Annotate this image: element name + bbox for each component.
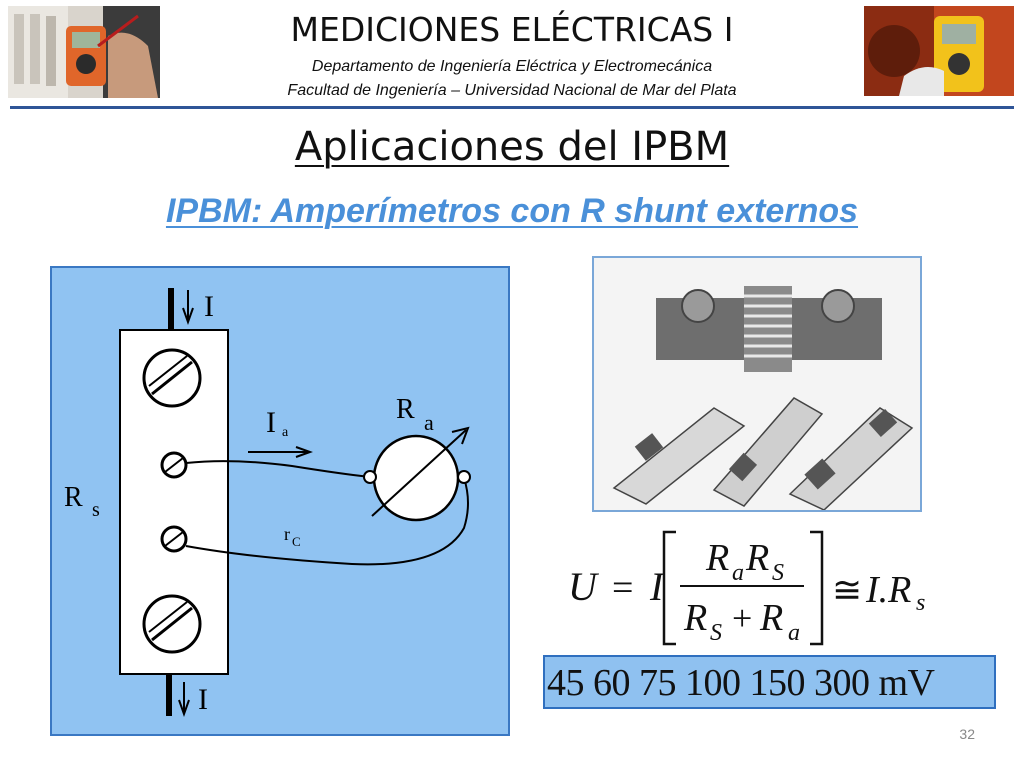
formula-rhs-sub: s: [916, 590, 925, 616]
formula-num-a: R: [705, 537, 729, 579]
top-terminal-screw-icon: [142, 348, 202, 408]
label-lead-resistance-sub: C: [292, 534, 301, 549]
shunt-voltage-ranges: 45 60 75 100 150 300 mV: [543, 655, 996, 709]
clamp-meter-photo-right-icon: [864, 6, 1014, 96]
department-name: Departamento de Ingeniería Eléctrica y E…: [311, 58, 713, 75]
formula-num-b-sub: S: [772, 560, 784, 586]
formula-den-a-sub: S: [710, 620, 722, 646]
label-shunt-resistance-sub: s: [92, 499, 100, 521]
lower-lead-wire: [185, 477, 469, 566]
current-arrow-bottom-icon: [178, 699, 190, 717]
slide-subtitle-text: IPBM: Amperímetros con R shunt externos: [165, 192, 859, 230]
label-ammeter-resistance: R: [396, 394, 415, 425]
label-shunt-resistance: R: [64, 482, 83, 513]
shunt-resistors-photo: [592, 256, 922, 512]
formula-den-plus: +: [732, 598, 752, 638]
shunt-voltage-formula: U = I R a R S R S + R a ≅ I.R s: [560, 526, 1000, 650]
formula-den-b-sub: a: [788, 620, 800, 646]
page-number: 32: [959, 726, 975, 742]
formula-num-a-sub: a: [732, 560, 744, 586]
ammeter-meter-icon: [363, 426, 471, 522]
left-bracket-icon: [662, 530, 676, 646]
label-current-bottom: I: [198, 683, 208, 716]
potential-screw-upper-icon: [160, 451, 188, 479]
faculty-name: Facultad de Ingeniería – Universidad Nac…: [287, 82, 737, 99]
slide-subtitle: IPBM: Amperímetros con R shunt externos: [40, 192, 984, 231]
formula-approx: ≅: [832, 570, 862, 610]
formula-rhs: I.R: [865, 569, 911, 611]
shunt-resistor-photo-icon: [594, 258, 920, 510]
label-ammeter-resistance-sub: a: [424, 410, 434, 435]
label-ammeter-current: I: [266, 406, 276, 439]
ammeter-current-arrow-icon: [295, 446, 313, 458]
course-title: MEDICIONES ELÉCTRICAS I: [290, 10, 734, 49]
current-arrow-top-icon: [182, 307, 194, 325]
formula-factor: I: [649, 564, 665, 609]
formula-equals: =: [612, 567, 633, 609]
header-photo-right: [864, 6, 1014, 96]
right-bracket-icon: [810, 530, 824, 646]
formula-den-a: R: [683, 597, 707, 639]
potential-screw-lower-icon: [160, 525, 188, 553]
label-current-top: I: [204, 290, 214, 323]
header-photo-left: [8, 6, 160, 98]
formula-den-b: R: [759, 597, 783, 639]
slide-heading: Aplicaciones del IPBM: [150, 124, 874, 170]
multimeter-photo-left-icon: [8, 6, 160, 98]
upper-lead-wire: [185, 460, 371, 478]
formula-svg: U = I R a R S R S + R a ≅ I.R s: [568, 530, 925, 646]
bottom-terminal-screw-icon: [142, 594, 202, 654]
header-divider: [10, 106, 1014, 109]
slide-heading-text: Aplicaciones del IPBM: [294, 124, 730, 170]
label-lead-resistance: r: [284, 524, 290, 544]
circuit-svg: I I I a R a R s r C: [64, 288, 471, 717]
formula-num-b: R: [745, 537, 769, 579]
formula-lhs: U: [568, 564, 600, 609]
shunt-circuit-diagram: I I I a R a R s r C: [50, 266, 510, 736]
label-ammeter-current-sub: a: [282, 425, 289, 440]
